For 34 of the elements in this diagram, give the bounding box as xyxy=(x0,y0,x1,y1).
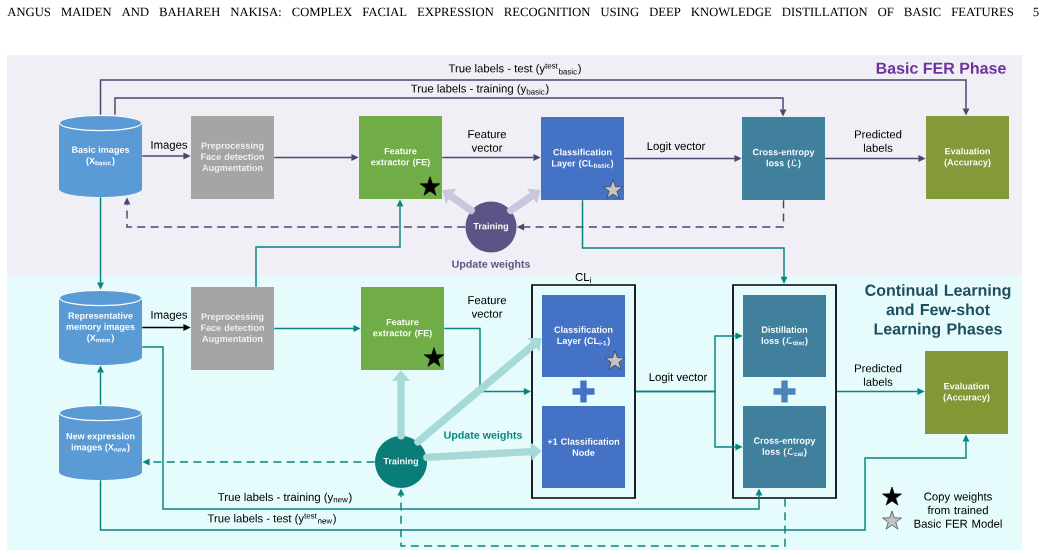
process-box: Cross-entropy loss (ℒ) xyxy=(742,117,825,200)
process-box: Classification Layer (CL$_{i-1}$) xyxy=(542,295,625,377)
page-number: 5 xyxy=(1033,7,1039,17)
edge-label: True labels - training (y$_{basic}$) xyxy=(409,83,551,96)
database-cylinder: New expression images (X$_{new}$) xyxy=(58,404,143,480)
arrow xyxy=(99,79,970,116)
process-box: Evaluation (Accuracy) xyxy=(925,351,1008,434)
arrow xyxy=(581,199,788,284)
process-box: +1 Classification Node xyxy=(542,406,625,488)
legend-text: Copy weights from trained Basic FER Model xyxy=(914,492,1002,528)
process-box: Preprocessing Face detection Augmentation xyxy=(191,116,274,199)
process-box: Cross-entropy loss (ℒ$_{cat}$) xyxy=(743,406,826,488)
database-cylinder: Basic images (X$_{basic}$) xyxy=(58,114,143,197)
wide-arrow xyxy=(507,188,541,215)
process-box: Evaluation (Accuracy) xyxy=(926,116,1009,199)
wide-arrow xyxy=(414,337,542,446)
group-label: CL$_{i}$ xyxy=(575,273,591,283)
caption-text: Update weights xyxy=(452,260,530,270)
edge-label: True labels - test (y$^{test}$$_{basic}$) xyxy=(447,62,583,76)
edge-label: Predicted labels xyxy=(846,363,910,388)
running-header: ANGUS MAIDEN AND BAHAREH NAKISA: COMPLEX FACIAL EXPRESSION RECOGNITION USING DEEP KNOWLEDGE DISTILLATION OF BASIC FEATURES xyxy=(7,7,1014,17)
edge-label: Feature vector xyxy=(459,129,515,153)
edge-label: Feature vector xyxy=(459,295,515,319)
edge-label: True labels - test (y$^{test}$$_{new}$) xyxy=(206,512,338,526)
process-box: Classification Layer (CL$_{basic}$) xyxy=(541,117,624,200)
process-box: Distillation loss (ℒ$_{dist}$) xyxy=(743,295,826,377)
process-box: Feature extractor (FE) xyxy=(361,287,444,370)
process-box: Preprocessing Face detection Augmentation xyxy=(191,287,274,370)
database-cylinder: Representative memory images (X$_{mem}$) xyxy=(58,289,143,365)
edge-label: Predicted labels xyxy=(846,129,910,154)
phase-title: Basic FER Phase xyxy=(876,62,1006,74)
phase-title: Continual Learning and Few-shot Learning Phases xyxy=(865,284,1011,338)
process-box: Feature extractor (FE) xyxy=(359,116,442,199)
caption-text: Update weights xyxy=(444,431,522,441)
